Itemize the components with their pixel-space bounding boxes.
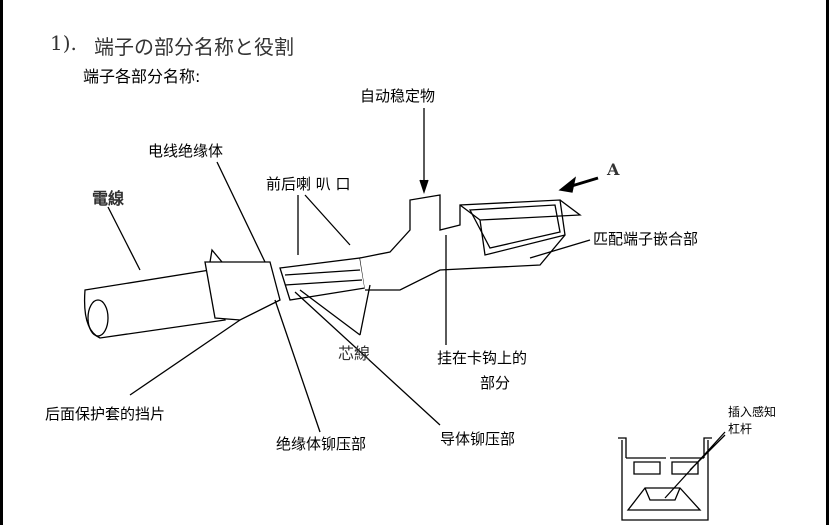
subtitle: 端子各部分名称:: [83, 67, 201, 86]
section-title: 端子の部分名称と役割: [94, 35, 294, 59]
label-auto-stabilizer: 自动稳定物: [360, 87, 436, 105]
label-lance-line2: 部分: [480, 374, 511, 392]
wire-shape: [83, 269, 226, 339]
leader-conductor-crimp: [294, 291, 441, 426]
leader-core: [299, 284, 371, 336]
label-wire: 電線: [92, 189, 125, 208]
label-rear-guard: 后面保护套的挡片: [45, 405, 166, 423]
wire-end: [87, 299, 109, 337]
label-wire-insulation: 电线绝缘体: [148, 142, 224, 160]
leader-insulation-crimp: [274, 299, 321, 433]
leader-rear-guard: [129, 319, 241, 396]
conductor-crimp-shape: [279, 257, 366, 301]
leader-bellmouth: [297, 194, 351, 255]
sensor-box: [618, 431, 726, 521]
leader-mating: [529, 239, 591, 259]
insulation-crimp-shape: [204, 261, 281, 321]
section-number: 1).: [50, 31, 77, 55]
leader-wire: [107, 206, 141, 271]
label-insulation-crimp: 绝缘体铆压部: [276, 435, 367, 453]
left-border: [0, 0, 3, 525]
label-lance-line1: 挂在卡钩上的: [437, 349, 528, 367]
leader-insulation: [216, 161, 266, 263]
label-arrow-a: A: [607, 160, 620, 179]
label-sensor-line1: 插入感知: [728, 405, 777, 419]
label-conductor-crimp: 导体铆压部: [440, 430, 516, 448]
label-bellmouth: 前后喇 叭 口: [266, 175, 351, 193]
label-mating-section: 匹配端子嵌合部: [593, 230, 699, 248]
label-core-wire: 芯線: [338, 344, 371, 363]
right-border: [826, 0, 829, 525]
label-sensor-line2: 杠杆: [728, 422, 753, 436]
